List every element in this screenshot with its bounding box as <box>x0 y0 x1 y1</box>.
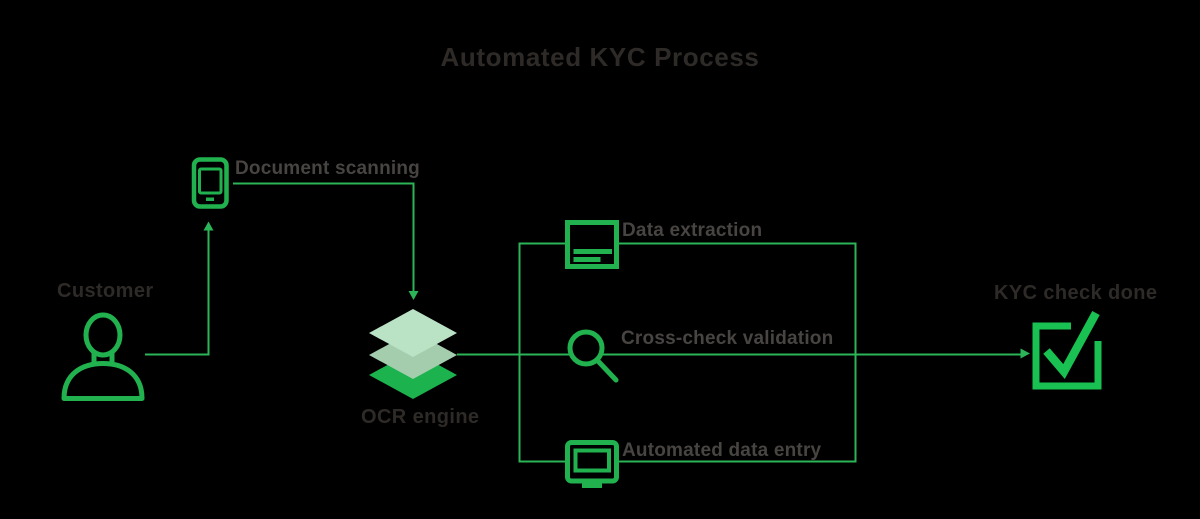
page-title: Automated KYC Process <box>440 42 760 72</box>
edge-customer-to-scanning <box>145 230 210 356</box>
arrow-up-icon <box>203 221 214 231</box>
person-icon <box>61 312 145 401</box>
ocr-engine-label: OCR engine <box>361 406 480 428</box>
magnifier-icon <box>567 329 619 383</box>
monitor-icon <box>565 440 619 488</box>
cross-check-validation-label: Cross-check validation <box>621 328 834 349</box>
arrow-down-icon <box>408 291 419 300</box>
smartphone-icon <box>191 157 229 209</box>
branch-rails <box>518 242 857 463</box>
checkbox-checked-icon <box>1032 310 1102 390</box>
automated-data-entry-label: Automated data entry <box>622 440 822 461</box>
document-scanning-label: Document scanning <box>235 158 420 179</box>
connector-lines <box>145 182 1021 463</box>
arrow-right-icon <box>1020 348 1030 359</box>
edge-scanning-to-ocr <box>233 182 415 291</box>
customer-label: Customer <box>57 280 154 302</box>
document-icon <box>565 220 619 269</box>
kyc-check-done-label: KYC check done <box>994 282 1158 304</box>
layers-icon <box>369 309 457 399</box>
data-extraction-label: Data extraction <box>622 220 763 241</box>
arrowheads <box>203 221 1030 359</box>
